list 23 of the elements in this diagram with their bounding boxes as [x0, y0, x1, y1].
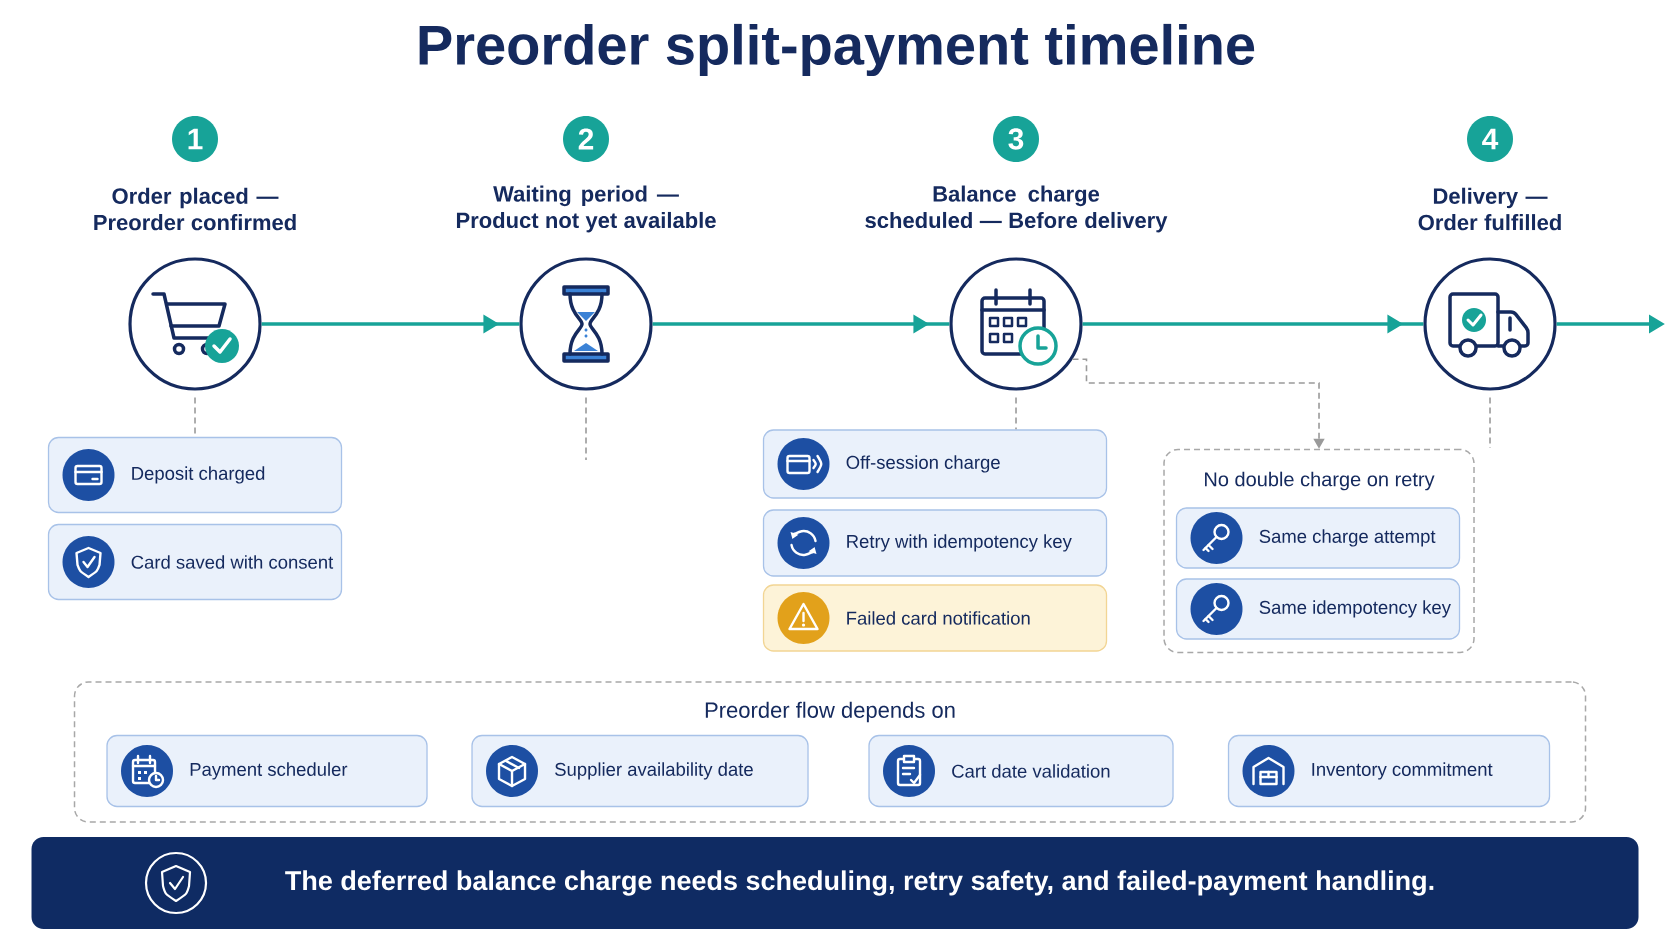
group-heading: No double charge on retry — [1205, 471, 1435, 491]
title: Preorder split-payment timeline — [419, 23, 1255, 77]
summary-banner: The deferred balance charge needs scheduling, retry safety, and failed-payment handling. — [31, 837, 1639, 929]
item-box: Payment scheduler — [106, 734, 428, 808]
item-box: Retry with idempotency key — [762, 509, 1108, 577]
step-heading: Order placed — Preorder confirmed — [94, 187, 296, 231]
item-box: Cart date validation — [868, 734, 1174, 808]
leader-line — [1015, 396, 1017, 431]
step-number-badge: 3 — [993, 116, 1039, 162]
leader-line — [585, 396, 587, 461]
item-box: Inventory commitment — [1227, 734, 1551, 808]
step-number-badge: 1 — [172, 116, 218, 162]
step-heading: Balance charge scheduled — Before delivery — [865, 185, 1168, 233]
item-box: Supplier availability date — [471, 734, 809, 808]
item-box: Off-session charge — [762, 429, 1108, 499]
item-box: Card saved with consent — [47, 523, 343, 601]
step-number-badge: 2 — [563, 116, 609, 162]
group-heading: Preorder flow depends on — [705, 701, 955, 723]
item-box: Failed card notification — [762, 584, 1108, 652]
item-box: Deposit charged — [47, 436, 343, 514]
step-number-badge: 4 — [1467, 116, 1513, 162]
step-heading: Delivery — Order fulfilled — [1418, 187, 1561, 231]
step-heading: Waiting period — Product not yet available — [456, 185, 716, 233]
